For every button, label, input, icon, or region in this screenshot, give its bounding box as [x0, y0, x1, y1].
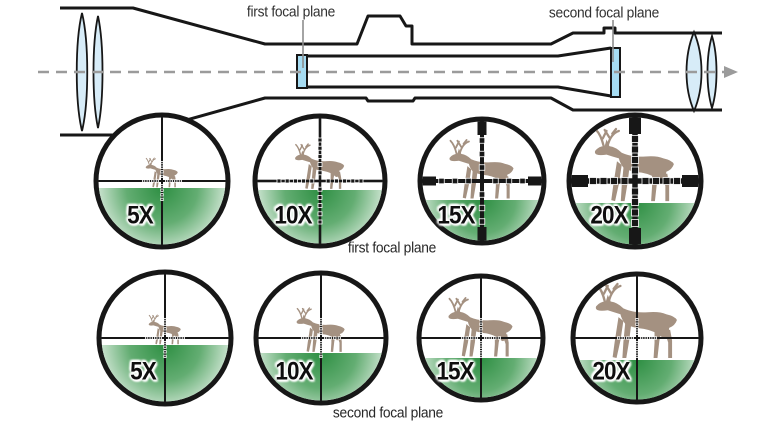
reticle-crosshair: [575, 276, 699, 400]
scope-view-ffp-10x: [252, 113, 388, 249]
scope-body-outline: [60, 6, 722, 137]
reticle-crosshair: [98, 117, 226, 245]
reticle-crosshair: [422, 121, 542, 241]
objective-lens-icon: [75, 12, 104, 132]
scope-side-view: [38, 6, 738, 137]
scope-view-sfp-5x: [96, 269, 234, 407]
reticle-crosshair: [571, 117, 699, 245]
reticle-crosshair: [101, 274, 229, 402]
scope-view-sfp-10x: [253, 270, 389, 406]
scope-view-ffp-20x: [566, 112, 704, 250]
scope-view-sfp-15x: [416, 273, 546, 403]
axis-arrow-icon: [724, 66, 738, 78]
reticle-crosshair: [421, 278, 541, 398]
reticle-crosshair: [258, 275, 384, 401]
scope-view-ffp-5x: [93, 112, 231, 250]
scope-view-sfp-20x: [570, 271, 704, 405]
reticle-crosshair: [257, 118, 383, 244]
scope-view-ffp-15x: [417, 116, 547, 246]
reticle-rows: [93, 112, 704, 407]
